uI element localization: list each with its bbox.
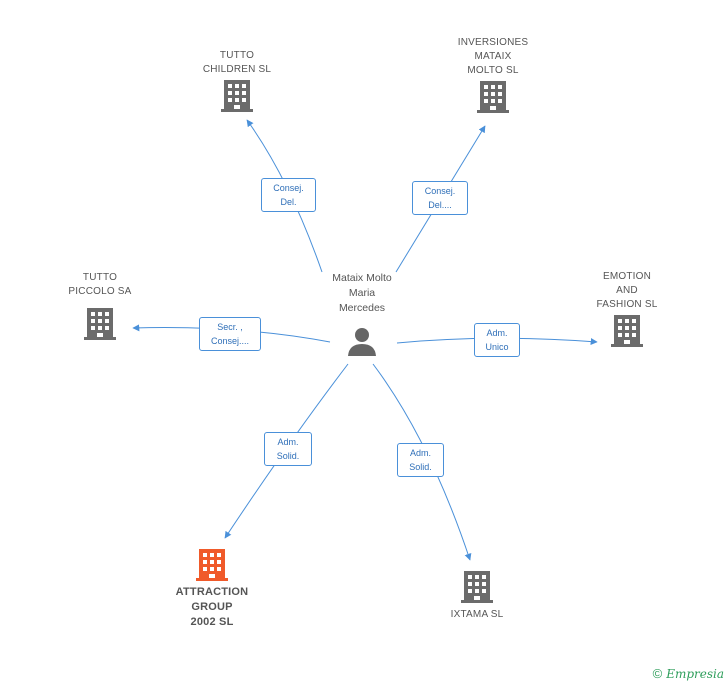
copyright-icon: © [652,666,663,681]
footer-brand: © Empresia [653,666,724,681]
building-icon [84,308,116,340]
company-ixtama[interactable]: IXTAMA SL [427,568,527,622]
building-icon [196,549,228,581]
building-icon [461,571,493,603]
company-tutto-piccolo[interactable]: TUTTO PICCOLO SA [50,271,150,341]
company-label: IXTAMA SL [450,609,504,620]
company-attraction[interactable]: ATTRACTION GROUP 2002 SL [162,546,262,630]
company-label: TUTTO PICCOLO SA [68,272,132,297]
brand-logo: Empresia [666,666,724,681]
company-tutto-children[interactable]: TUTTO CHILDREN SL [187,49,287,113]
person-node[interactable]: Mataix Molto Maria Mercedes [312,271,412,356]
company-label: EMOTION AND FASHION SL [596,271,658,310]
person-icon [348,328,376,356]
company-emotion[interactable]: EMOTION AND FASHION SL [577,270,677,348]
company-inversiones[interactable]: INVERSIONES MATAIX MOLTO SL [443,36,543,114]
role-label-attraction: Adm. Solid. [264,432,312,466]
company-label: TUTTO CHILDREN SL [202,50,272,75]
building-icon [477,81,509,113]
role-label-tutto-children: Consej. Del. [261,178,316,212]
role-label-emotion: Adm. Unico [474,323,520,357]
role-label-inversiones: Consej. Del.... [412,181,468,215]
person-name: Mataix Molto Maria Mercedes [332,272,392,314]
role-label-ixtama: Adm. Solid. [397,443,444,477]
company-label: INVERSIONES MATAIX MOLTO SL [457,37,529,76]
building-icon [611,315,643,347]
building-icon [221,80,253,112]
company-label: ATTRACTION GROUP 2002 SL [175,586,249,628]
role-label-tutto-piccolo: Secr. , Consej.... [199,317,261,351]
